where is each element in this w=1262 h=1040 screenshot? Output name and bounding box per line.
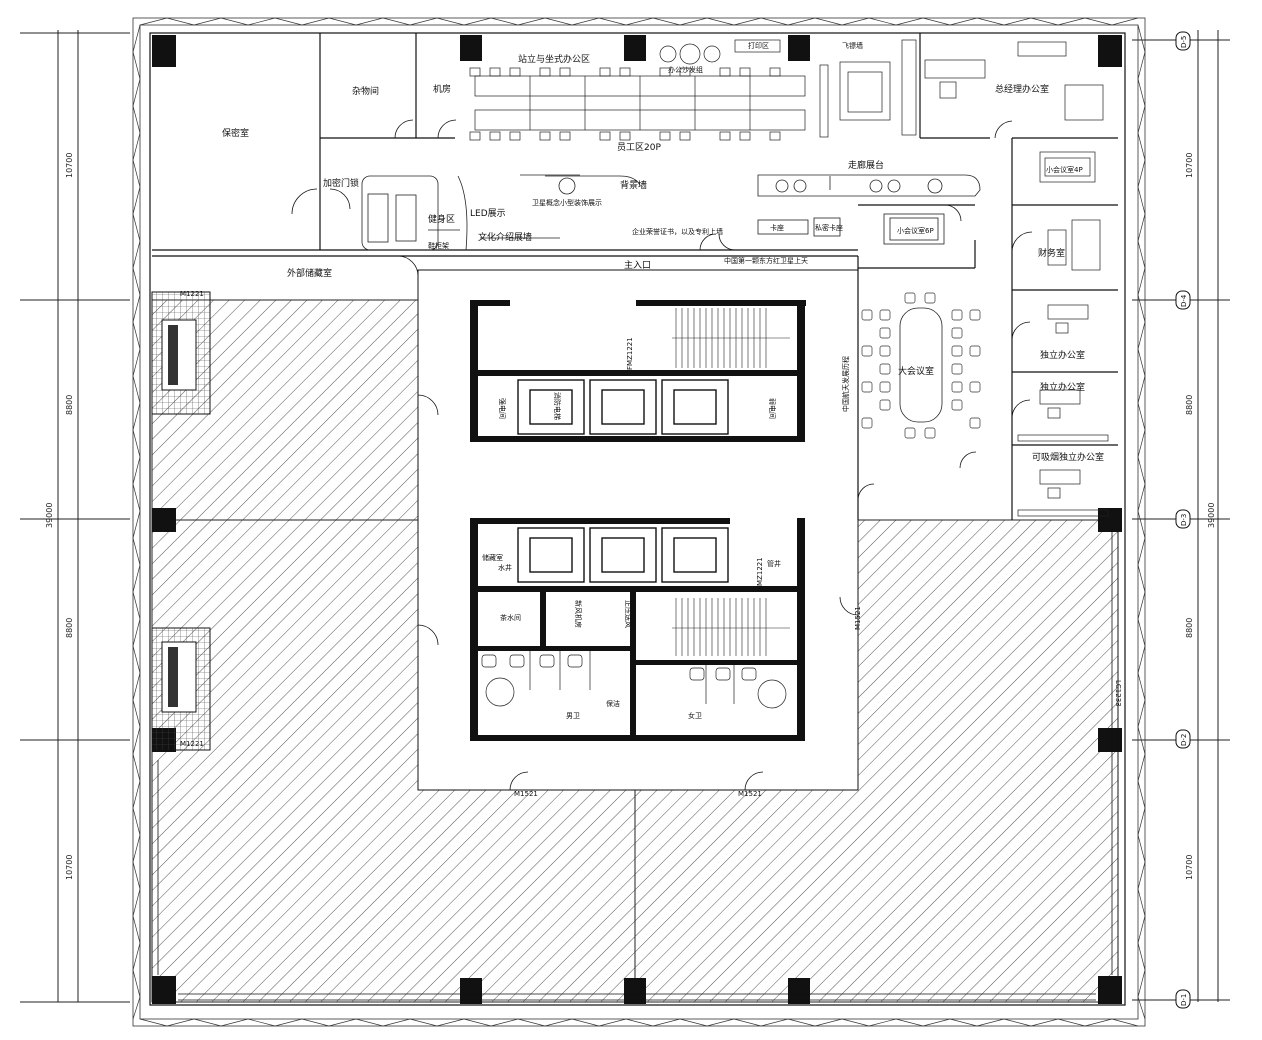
core-pipe: 管井	[767, 559, 781, 568]
honor-wall-text: 企业荣誉证书，以及专利上墙	[632, 227, 723, 236]
print-area: 打印区	[748, 41, 769, 50]
axis-bubbles	[1175, 31, 1191, 1009]
facade-sawtooth	[132, 17, 1146, 1027]
room-outer-storage: 外部储藏室	[287, 267, 332, 279]
dim-left-1: 10700	[65, 153, 74, 178]
led-show: LED展示	[470, 208, 506, 219]
core-well: 水井	[498, 563, 512, 572]
door-tag-m1221-b: M1221	[180, 740, 204, 748]
big-meeting-table	[899, 307, 943, 423]
core-tea: 茶水间	[500, 613, 521, 622]
room-private-office-2: 独立办公室	[1040, 381, 1085, 393]
core-storage: 储藏室	[482, 553, 503, 562]
core-weak: 弱电间	[768, 398, 777, 419]
door-tag-m1521-a: M1521	[514, 790, 538, 798]
room-finance: 财务室	[1038, 247, 1065, 259]
dim-left-2: 8800	[65, 395, 74, 415]
toilet-fixtures	[481, 651, 787, 709]
core-toilet-f: 女卫	[688, 711, 702, 720]
gallery-strip	[757, 174, 981, 245]
window-frames	[151, 530, 1119, 1001]
shoe-cabinet: 鞋柜架	[428, 241, 449, 250]
door-tag-m1521-b: M1521	[738, 790, 762, 798]
culture-wall: 文化介绍展墙	[478, 231, 532, 243]
room-storage: 杂物间	[352, 85, 379, 97]
area-office-standing: 站立与坐式办公区	[518, 53, 590, 65]
satellite-text: 中国第一颗东方红卫星上天	[724, 256, 808, 265]
axis-d2: D-2	[1180, 734, 1188, 746]
inner-perimeter	[149, 32, 1126, 1006]
gallery-label: 走廊展台	[848, 159, 884, 171]
facade-teeth	[132, 17, 1146, 1027]
room-smoking-office: 可吸烟独立办公室	[1032, 451, 1104, 463]
room-big-meeting: 大会议室	[898, 365, 934, 377]
card-seat: 卡座	[770, 223, 784, 232]
core-elec: 强电间	[498, 398, 507, 419]
door-tag-m1221-a: M1221	[180, 290, 204, 298]
window-tag-lc: LC1233	[1114, 680, 1122, 707]
door-tag-fm1: FMZ1221	[626, 337, 634, 370]
workstations	[469, 39, 1104, 141]
small-meeting-6p: 小会议室6P	[897, 226, 934, 235]
area-staff: 员工区20P	[617, 142, 661, 153]
sofa-group: 办公沙发组	[668, 65, 703, 74]
elevator-shafts	[517, 379, 729, 583]
core-fire-lift: 消防电梯	[553, 392, 562, 420]
dim-left-3: 8800	[65, 618, 74, 638]
dim-right-2: 8800	[1185, 395, 1194, 415]
office-walls	[152, 33, 1118, 520]
core-walls	[470, 300, 806, 741]
core-fresh-air: 新风机房	[574, 600, 583, 628]
room-gm-office: 总经理办公室	[995, 83, 1049, 95]
office-furniture	[1017, 151, 1109, 517]
dim-right-1: 10700	[1185, 153, 1194, 178]
aerospace-history: 中国航天发展历程	[841, 356, 850, 412]
axis-d3: D-3	[1180, 514, 1188, 526]
door-swings	[291, 119, 1033, 791]
axis-d4: D-4	[1180, 294, 1188, 307]
meeting-chairs	[861, 292, 981, 439]
door-tag-m1521-c: M1521	[854, 606, 862, 630]
dart-wall: 飞镖墙	[842, 41, 863, 50]
stairs	[672, 308, 790, 656]
core-surround	[417, 269, 859, 791]
main-entrance: 主入口	[624, 259, 651, 271]
dim-left-4: 10700	[65, 855, 74, 880]
lock-door: 加密门锁	[323, 177, 359, 189]
axis-d1: D-1	[1180, 994, 1188, 1006]
back-wall: 背景墙	[620, 179, 647, 191]
dim-right-4: 10700	[1185, 855, 1194, 880]
room-private-office-1: 独立办公室	[1040, 349, 1085, 361]
dim-left-total: 39000	[45, 503, 54, 528]
dim-right-total: 39000	[1207, 503, 1216, 528]
door-tag-fm2: FMZ1221	[756, 557, 764, 590]
axis-d5: D-5	[1180, 36, 1188, 48]
room-machine: 机房	[433, 83, 451, 95]
equipment-grid	[151, 291, 211, 751]
area-gym: 健身区	[428, 213, 455, 225]
core-clean: 保洁	[606, 699, 620, 708]
left-dimension-lines	[20, 30, 130, 1003]
core-toilet-m: 男卫	[566, 712, 580, 720]
satellite-decor: 卫星概念小型装饰展示	[532, 198, 602, 207]
room-security: 保密室	[222, 127, 249, 139]
hatched-areas	[151, 299, 1119, 1003]
small-meeting-4p: 小会议室4P	[1046, 165, 1083, 174]
core-pressure: 正压送风	[624, 600, 633, 628]
dim-right-3: 8800	[1185, 618, 1194, 638]
gym-equipment	[361, 174, 641, 251]
private-seat: 私密卡座	[815, 223, 843, 232]
